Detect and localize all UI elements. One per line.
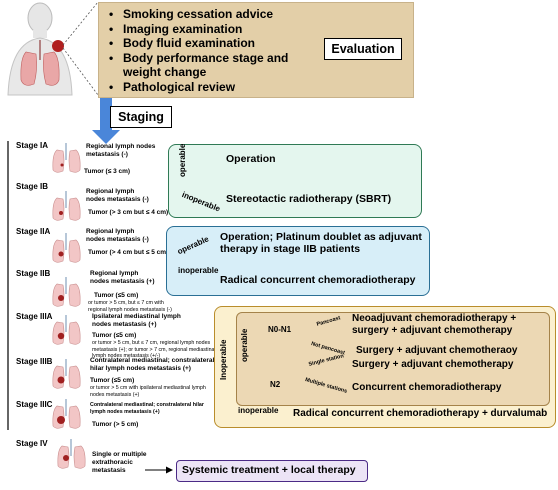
treatment-concurrent: Concurrent chemoradiotherapy [352,382,502,393]
evaluation-box: Smoking cessation advice Imaging examina… [98,2,414,98]
treatment-sbrt: Stereotactic radiotherapy (SBRT) [226,193,392,205]
evaluation-item: Imaging examination [107,22,323,37]
stage-ia-nodes: Regional lymph nodes metastasis (-) [86,143,156,158]
operable-subbox [236,312,550,406]
evaluation-item: Smoking cessation advice [107,7,323,22]
treatment-surgery-adjuvant-2: Surgery + adjuvant chemotherapy [352,359,514,370]
treatment-operation-adjuvant: Operation; Platinum doublet as adjuvant … [220,231,422,255]
treatment-box-stage-ii [166,226,430,296]
stage-iiib-tumor: Tumor (≤5 cm) [90,377,135,384]
human-body-lungs-icon [7,2,73,96]
treatment-operation: Operation [226,153,276,165]
treatment-box-stage-iv [176,460,368,482]
stage-ia-label: Stage IA [16,141,49,150]
inoperable-label: inoperable [178,266,219,275]
evaluation-label: Evaluation [324,38,402,60]
treatment-systemic: Systemic treatment + local therapy [182,464,356,476]
stage-iib-label: Stage IIB [16,269,51,278]
stage-ib-tumor: Tumor (> 3 cm but ≤ 4 cm) [88,209,169,216]
stage-iiic-label: Stage IIIC [16,400,53,409]
stage-iv-label: Stage IV [16,439,48,448]
evaluation-item: Body fluid examination [107,36,323,51]
evaluation-item: Body performance stage and weight change [107,51,323,80]
stage-ib-label: Stage IB [16,182,49,191]
evaluation-item: Pathological review [107,80,323,95]
stage-iiia-label: Stage IIIA [16,312,53,321]
stage-iiia-tumor: Tumor (≤5 cm) [92,332,137,339]
stage-ib-nodes: Regional lymph nodes metastasis (-) [86,188,149,203]
evaluation-list: Smoking cessation advice Imaging examina… [107,7,323,94]
inoperable-outer-label: Inoperable [219,339,228,380]
stage-iiib-nodes: Contralateral mediastinal; constralatera… [90,357,215,372]
staging-label: Staging [110,106,172,128]
stage-iia-nodes: Regional lymph nodes metastasis (-) [86,228,149,243]
stage-iiia-nodes: Ipsilateral mediastinal lymph nodes meta… [92,313,181,328]
stage-iib-tumor: Tumor (≤5 cm) [94,292,139,299]
stage-iib-extra: or tumor > 5 cm, but ≤ 7 cm with regiona… [88,300,172,313]
treatment-surgery-adjuvant: Surgery + adjuvant chemotheraoy [356,345,518,356]
lung-icon [52,149,86,469]
treatment-radical-durvalumab: Radical concurrent chemoradiotherapy + d… [293,408,548,419]
stage-ia-tumor: Tumor (≤ 3 cm) [84,168,131,175]
staging-arrow [92,96,120,144]
stage-iiic-nodes: Contralateral mediastinal; constralatera… [90,402,204,415]
operable-label: operable [240,328,249,362]
treatment-radical: Radical concurrent chemoradiotherapy [220,274,416,286]
n0-n1-label: N0-N1 [268,325,292,334]
n2-label: N2 [270,380,281,389]
stage-iiic-tumor: Tumor (> 5 cm) [92,421,139,428]
stage-iib-nodes: Regional lymph nodes metastasis (+) [90,270,155,285]
treatment-box-early [168,144,422,218]
stage-iv-description: Single or multiple extrathoracic metasta… [92,451,147,474]
stage-iiib-extra: or tumor > 5 cm with ipsilateral mediast… [90,385,206,398]
stage-iia-tumor: Tumor (> 4 cm but ≤ 5 cm) [88,249,169,256]
operable-label: operable [178,143,187,177]
stage-iiia-extra: or tumor > 5 cm, but ≤ 7 cm, regional ly… [92,340,216,359]
stage-iiib-label: Stage IIIB [16,357,53,366]
treatment-neoadjuvant: Neoadjuvant chemoradiotherapy + surgery … [352,313,517,336]
stage-iia-label: Stage IIA [16,227,51,236]
inoperable-label: inoperable [238,406,279,415]
